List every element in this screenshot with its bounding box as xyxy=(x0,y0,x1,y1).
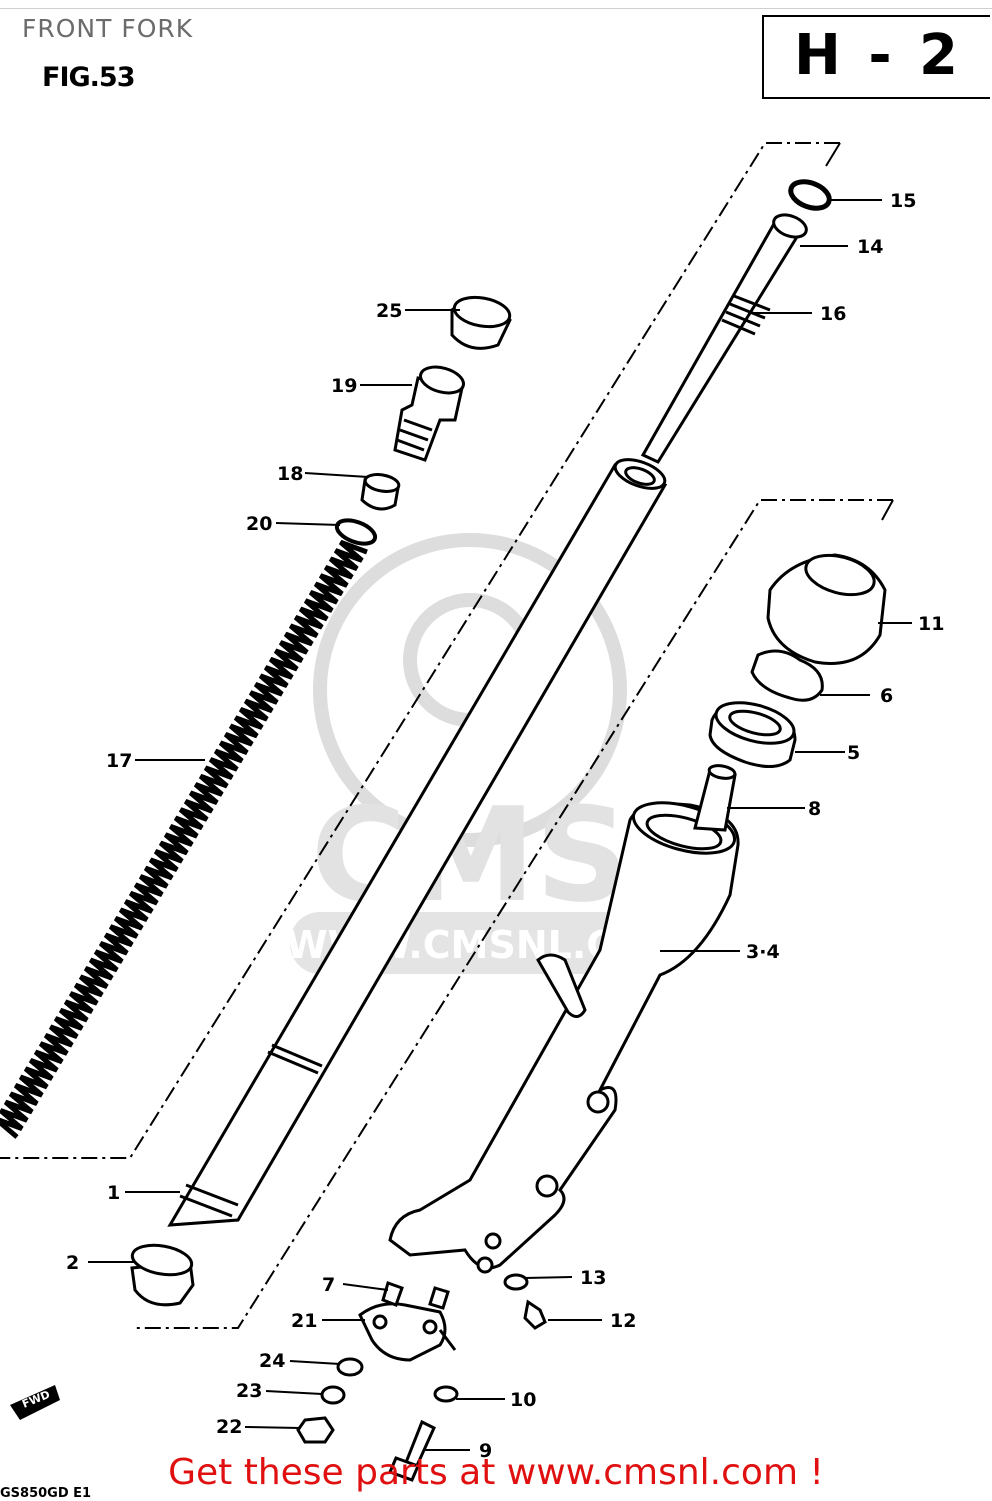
callout-23: 23 xyxy=(236,1380,262,1402)
inner-tube xyxy=(167,458,668,1227)
callout-24: 24 xyxy=(259,1350,285,1372)
footer-cta[interactable]: Get these parts at www.cmsnl.com ! xyxy=(168,1452,824,1493)
oil-seal xyxy=(708,701,797,768)
section-code: H - 2 xyxy=(793,23,963,88)
callout-17: 17 xyxy=(106,750,132,772)
callout-7: 7 xyxy=(322,1274,335,1296)
callout-13: 13 xyxy=(580,1267,606,1289)
callout-20: 20 xyxy=(246,513,272,535)
dust-seal xyxy=(766,553,887,665)
callout-21: 21 xyxy=(291,1310,317,1332)
stopper-ring xyxy=(750,649,824,702)
callout-9: 9 xyxy=(479,1440,492,1462)
callout-5: 5 xyxy=(847,742,860,764)
figure-number: FIG.53 xyxy=(42,62,135,93)
outer-tube xyxy=(388,801,740,1274)
callouts: 15 14 16 25 19 18 20 17 11 6 5 8 3·4 1 2… xyxy=(66,190,944,1462)
cap-bolt xyxy=(393,365,465,462)
axle-holder xyxy=(358,1302,457,1362)
callout-3-4: 3·4 xyxy=(746,941,780,963)
hardware xyxy=(296,1273,547,1482)
leader-lines xyxy=(88,199,912,1451)
callout-8: 8 xyxy=(808,798,821,820)
callout-12: 12 xyxy=(610,1310,636,1332)
callout-14: 14 xyxy=(857,236,883,258)
callout-18: 18 xyxy=(277,463,303,485)
page-code: GS850GD E1 xyxy=(0,1486,92,1501)
callout-15: 15 xyxy=(890,190,916,212)
callout-10: 10 xyxy=(510,1389,536,1411)
callout-22: 22 xyxy=(216,1416,242,1438)
top-rule xyxy=(0,8,992,9)
callout-1: 1 xyxy=(107,1182,120,1204)
callout-11: 11 xyxy=(918,613,944,635)
section-box: H - 2 xyxy=(762,15,990,99)
ring xyxy=(788,179,832,211)
damper-seat xyxy=(693,764,737,832)
cap xyxy=(450,295,512,350)
callout-19: 19 xyxy=(331,375,357,397)
callout-2: 2 xyxy=(66,1252,79,1274)
callout-16: 16 xyxy=(820,303,846,325)
bracket-lines xyxy=(0,142,894,1329)
callout-6: 6 xyxy=(880,685,893,707)
bushing xyxy=(130,1243,195,1307)
damper-rod xyxy=(640,213,808,464)
spacer xyxy=(360,473,401,511)
spring xyxy=(0,539,368,1139)
callout-25: 25 xyxy=(376,300,402,322)
forward-arrow-icon: FWD xyxy=(10,1385,60,1420)
page-title: FRONT FORK xyxy=(22,14,194,43)
